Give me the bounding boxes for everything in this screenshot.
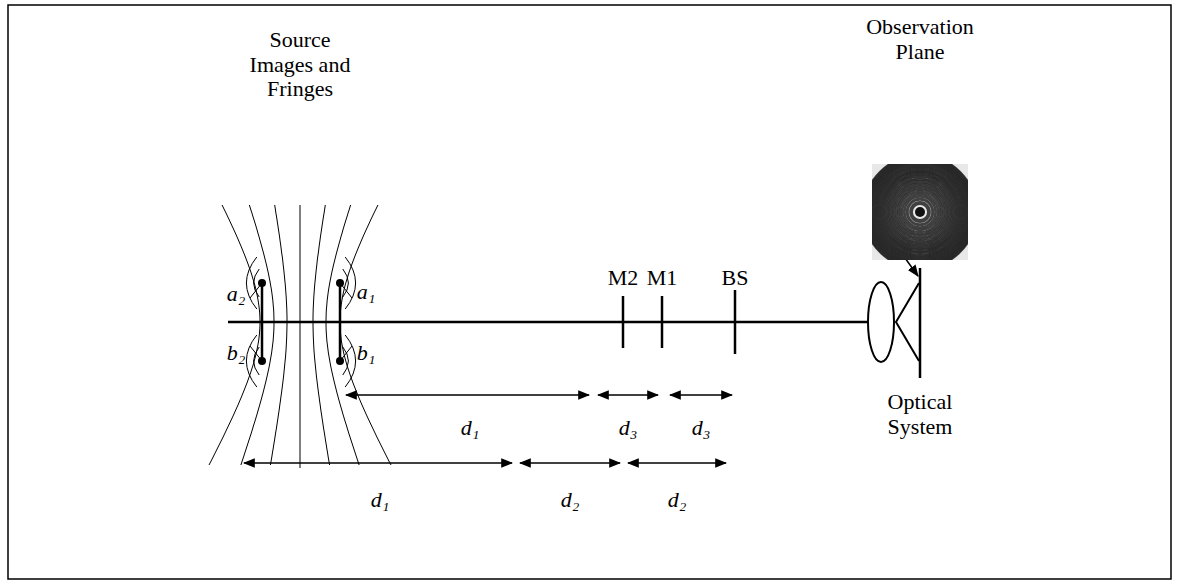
fringe-ring bbox=[878, 170, 962, 254]
fringe-ring bbox=[872, 164, 968, 260]
fringe-ring bbox=[872, 164, 968, 260]
fringe-ring bbox=[873, 165, 967, 259]
fringe-ring bbox=[885, 177, 955, 247]
dimension-label: d₂ bbox=[561, 488, 580, 513]
fringe-ring bbox=[896, 188, 944, 236]
wavefront-arc bbox=[254, 269, 260, 297]
fringe-ring bbox=[888, 180, 953, 245]
fringe-ring bbox=[877, 169, 963, 255]
fringe-ring bbox=[900, 192, 940, 232]
fringe-ring bbox=[872, 164, 968, 260]
fringe-ring bbox=[907, 199, 932, 224]
part-name: BS bbox=[722, 266, 749, 291]
part-name: M1 bbox=[647, 266, 678, 291]
fringe-ring bbox=[882, 174, 958, 250]
figure-heading: Observation Plane bbox=[860, 15, 980, 64]
fringe-center bbox=[915, 207, 925, 217]
point-label: b₁ bbox=[357, 341, 376, 366]
wavefront-arc bbox=[343, 347, 349, 375]
fringe-ring bbox=[880, 172, 961, 253]
dimension-label: d₂ bbox=[668, 488, 687, 513]
fringe-ring bbox=[872, 164, 968, 260]
pointer-arrow bbox=[905, 258, 918, 276]
wavefront-arc bbox=[254, 347, 260, 375]
optical-axis bbox=[228, 321, 868, 324]
fringe-ring bbox=[879, 171, 961, 253]
fringe-ring bbox=[892, 184, 949, 241]
wavefront-arc bbox=[246, 335, 256, 387]
fringe-ring bbox=[872, 164, 968, 260]
leader-line bbox=[250, 283, 352, 361]
fringe-ring bbox=[884, 176, 956, 248]
fringe-ring bbox=[872, 164, 968, 260]
mirror-m1 bbox=[661, 296, 664, 348]
source-image-2 bbox=[261, 283, 264, 361]
fringe-ring bbox=[872, 164, 968, 260]
point-label: a₁ bbox=[357, 280, 376, 305]
fringe-ring bbox=[872, 164, 968, 260]
fringe-curve bbox=[241, 205, 274, 465]
fringe-curve bbox=[209, 205, 260, 465]
mirror-m2 bbox=[622, 296, 625, 348]
point-label: a₂ bbox=[227, 282, 246, 307]
fringe-ring bbox=[881, 173, 959, 251]
fringe-curve bbox=[270, 205, 287, 465]
fringe-ring bbox=[893, 185, 947, 239]
beam-splitter bbox=[734, 290, 737, 354]
observation-plane bbox=[919, 268, 922, 378]
figure-heading: Source Images and Fringes bbox=[245, 28, 355, 102]
dimension-label: d₃ bbox=[692, 416, 711, 441]
fringe-pattern bbox=[872, 164, 968, 260]
fringe-ring bbox=[889, 181, 951, 243]
fringe-curve bbox=[326, 205, 359, 465]
fringe-ring bbox=[902, 194, 938, 230]
fringe-ring bbox=[875, 167, 965, 257]
part-name: M2 bbox=[608, 266, 639, 291]
fringe-ring bbox=[872, 164, 968, 260]
fringe-ring bbox=[904, 196, 935, 227]
fringe-ring bbox=[895, 187, 946, 238]
lens bbox=[868, 282, 894, 362]
fringe-ring bbox=[890, 182, 950, 242]
dimension-label: d₁ bbox=[461, 416, 480, 441]
fringe-ring bbox=[874, 166, 966, 258]
wavefront-arc bbox=[343, 269, 349, 297]
fringe-ring bbox=[886, 178, 953, 245]
wavefront-arc bbox=[246, 257, 256, 309]
fringe-ring bbox=[872, 164, 967, 259]
fringe-curve bbox=[340, 205, 391, 465]
central-fringe bbox=[300, 205, 301, 468]
part-name: Optical System bbox=[870, 390, 970, 439]
fringe-ring bbox=[872, 164, 968, 260]
fringe-ring bbox=[898, 190, 942, 234]
wavefront-arc bbox=[345, 335, 355, 387]
point-label: b₂ bbox=[227, 341, 246, 366]
fringe-ring bbox=[872, 164, 968, 260]
dimension-label: d₃ bbox=[619, 416, 638, 441]
wavefront-arc bbox=[345, 257, 355, 309]
dimension-label: d₁ bbox=[371, 488, 390, 513]
fringe-ring bbox=[872, 164, 968, 260]
fringe-ring bbox=[876, 168, 964, 256]
fringe-ring bbox=[911, 203, 929, 221]
fringe-ring bbox=[883, 175, 957, 249]
dimension-arrows bbox=[244, 395, 732, 463]
frame-border bbox=[8, 5, 1171, 579]
focus-cone bbox=[896, 283, 919, 361]
fringe-curve bbox=[313, 205, 330, 465]
